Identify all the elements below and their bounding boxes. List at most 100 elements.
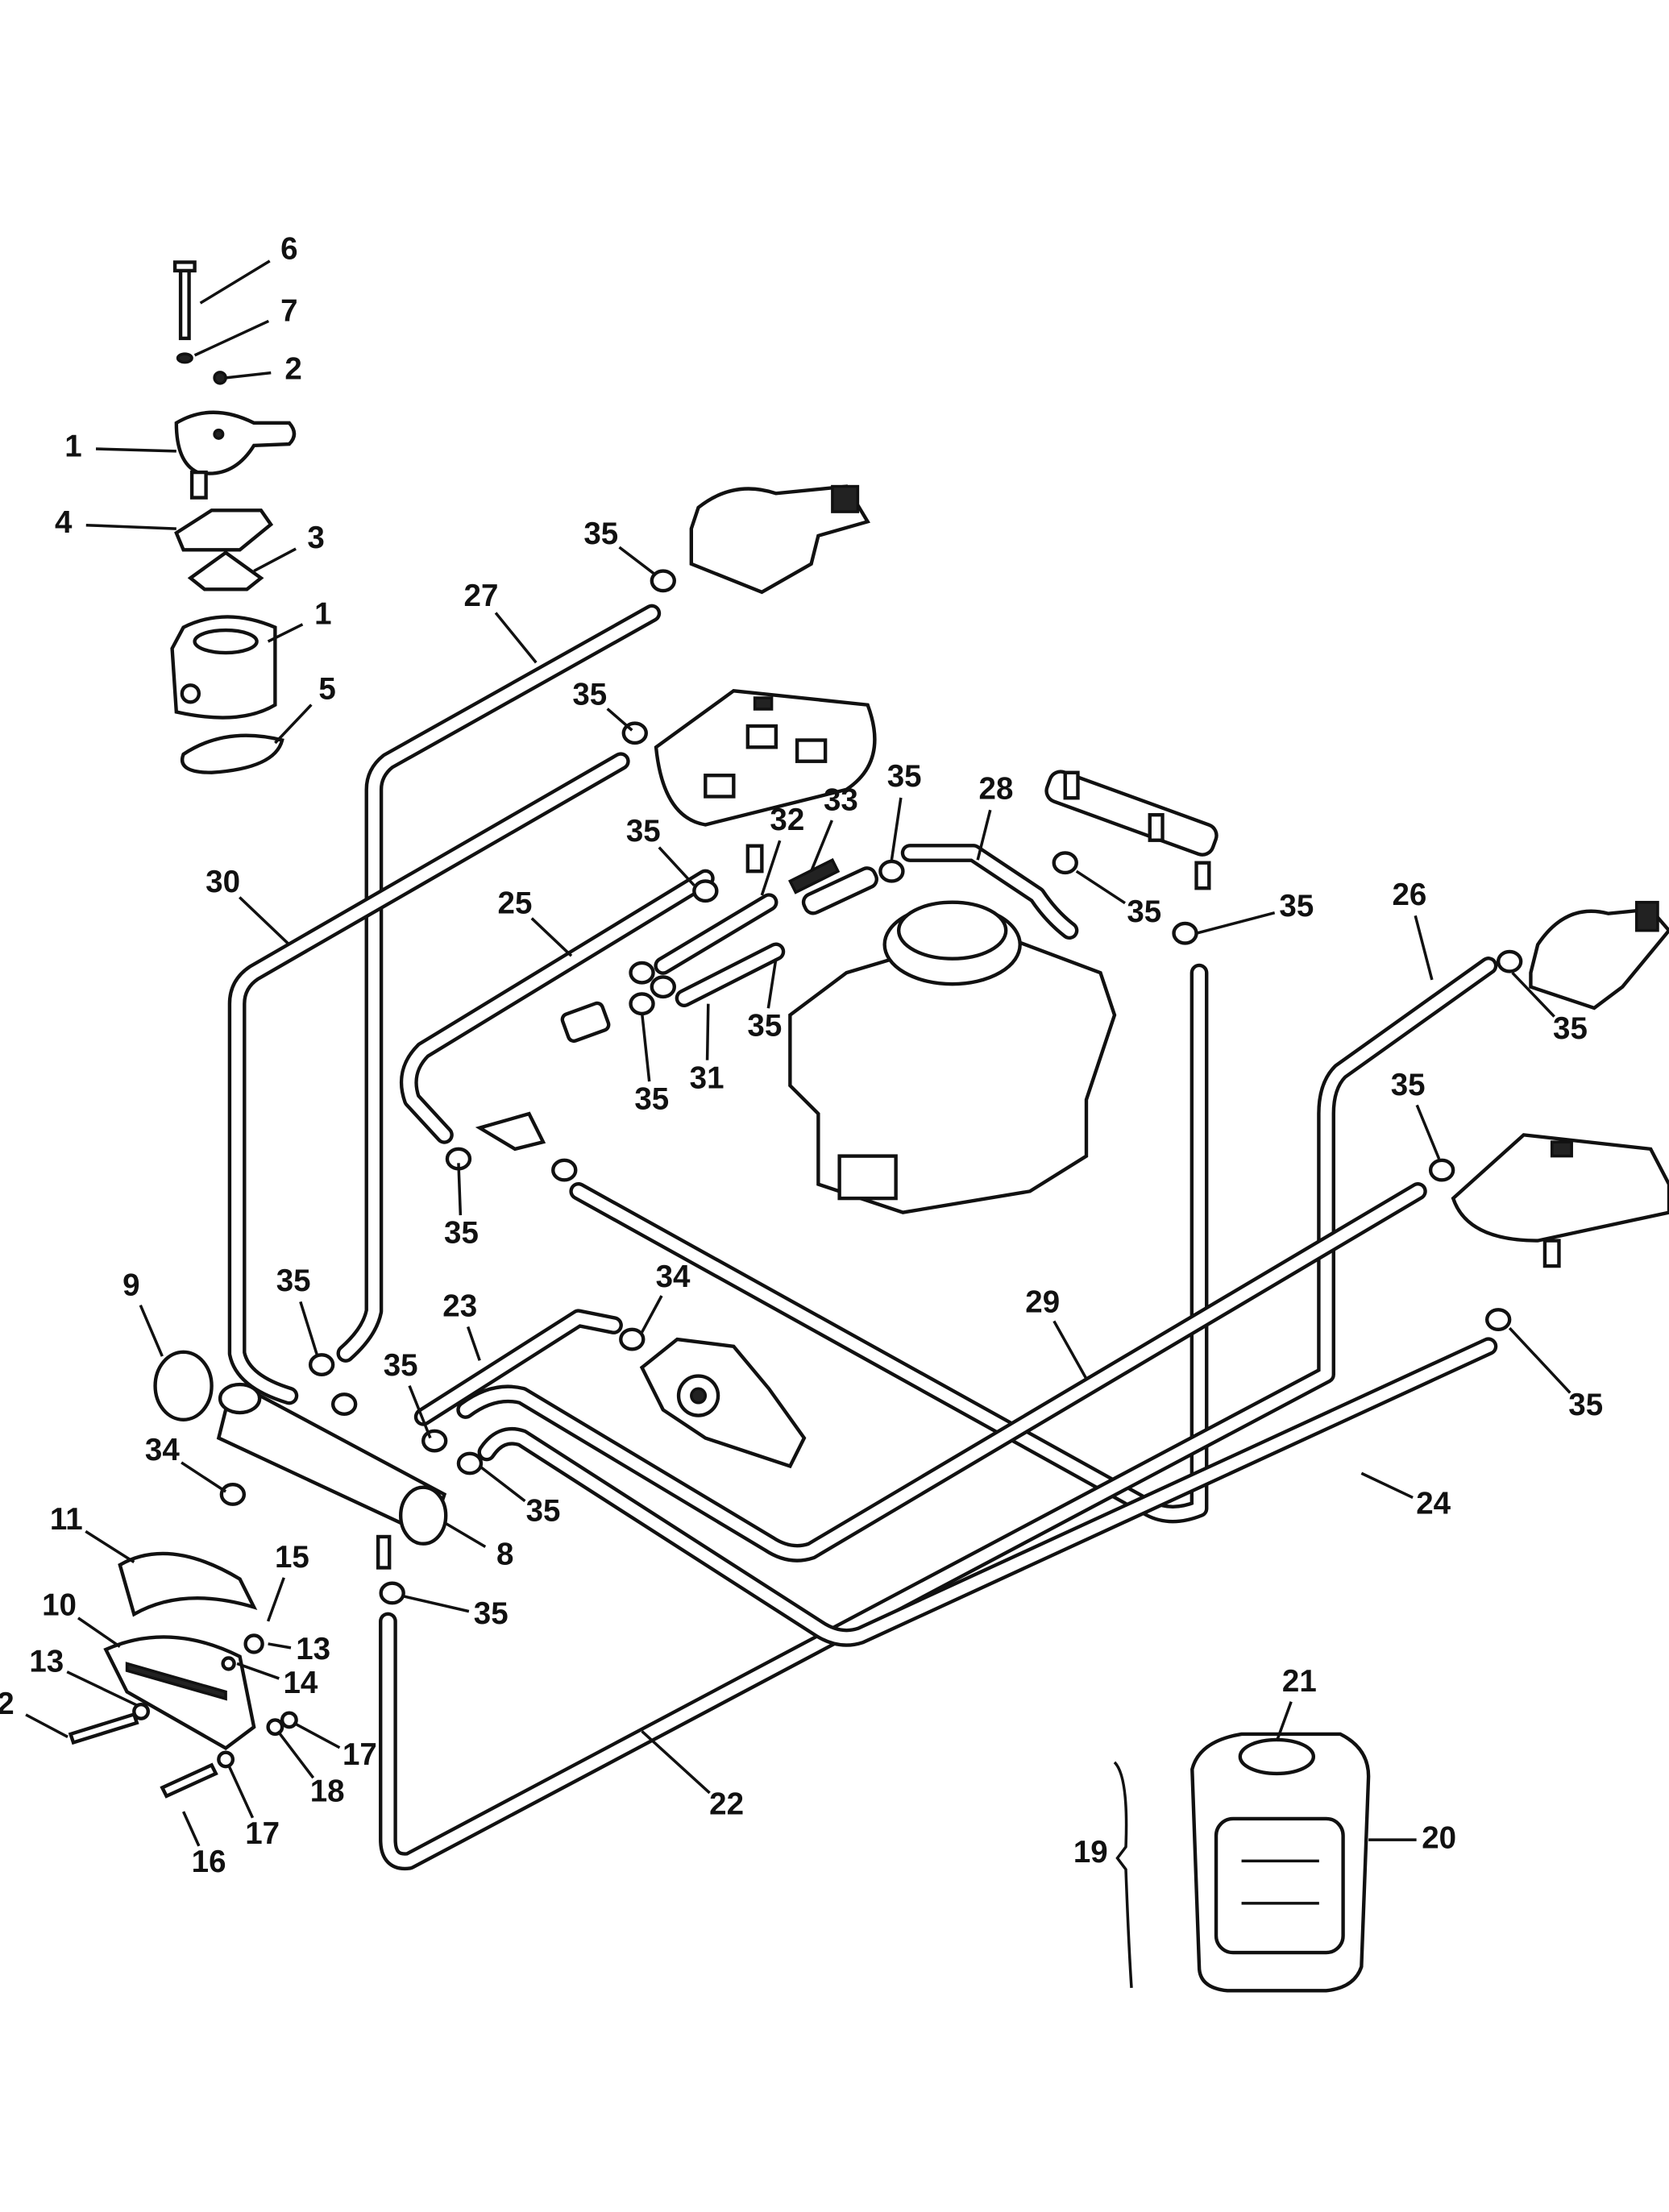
- callout-4: 4: [55, 505, 73, 540]
- tee-fitting: [1044, 770, 1219, 890]
- hose-clamp: [629, 961, 655, 985]
- hose-body: [417, 1312, 620, 1423]
- leader-line: [809, 820, 833, 872]
- hose-body: [403, 872, 712, 1141]
- leader-line: [479, 1465, 526, 1503]
- callout-35: 35: [276, 1264, 311, 1298]
- callout-25: 25: [498, 886, 533, 920]
- leader-line: [606, 708, 633, 732]
- callout-33: 33: [824, 783, 858, 818]
- callout-35: 35: [384, 1348, 418, 1383]
- leader-line: [408, 1384, 432, 1439]
- leader-line: [1414, 915, 1434, 981]
- callout-19: 19: [1073, 1835, 1108, 1870]
- hose-clamp: [421, 1429, 448, 1453]
- callout-23: 23: [442, 1289, 477, 1324]
- callout-18: 18: [310, 1774, 345, 1809]
- leader-line: [1052, 1320, 1088, 1380]
- callout-28: 28: [979, 772, 1014, 807]
- leader-line: [641, 1730, 711, 1795]
- leader-line: [1415, 1104, 1441, 1160]
- leader-line: [66, 1670, 139, 1708]
- thermostat-housing-cover: [174, 410, 297, 500]
- hose-clamp: [692, 879, 719, 903]
- callout-13: 13: [296, 1632, 330, 1666]
- callout-35: 35: [634, 1082, 669, 1117]
- leader-line: [25, 1713, 69, 1738]
- hose-body: [231, 755, 627, 1402]
- callout-34: 34: [656, 1260, 691, 1294]
- callout-14: 14: [283, 1666, 318, 1700]
- thermostat-gasket: [174, 508, 274, 552]
- callout-31: 31: [690, 1060, 724, 1095]
- leader-line: [443, 1521, 487, 1549]
- callout-8: 8: [496, 1538, 513, 1572]
- leader-line: [299, 1301, 319, 1357]
- hose-clamp: [629, 992, 655, 1016]
- leader-line: [77, 1616, 121, 1648]
- callout-7: 7: [280, 294, 297, 329]
- parts: [68, 260, 1669, 1993]
- callout-32: 32: [770, 803, 804, 837]
- heat-exchanger: [216, 1382, 448, 1570]
- callout-15: 15: [275, 1540, 309, 1575]
- leader-line: [95, 447, 176, 453]
- callout-13: 13: [29, 1645, 64, 1679]
- hose-body: [480, 1340, 1494, 1644]
- leader-line: [181, 1461, 227, 1493]
- leader-line: [494, 612, 538, 664]
- leader-line: [139, 1304, 164, 1357]
- exhaust-elbow-left: [689, 484, 870, 595]
- hoses: [227, 604, 1498, 1871]
- callout-35: 35: [1568, 1388, 1603, 1422]
- callout-35: 35: [747, 1009, 782, 1044]
- water-pump: [639, 1337, 807, 1469]
- hose-body: [679, 945, 782, 1004]
- hose-clamp: [1428, 1158, 1455, 1182]
- hose-clamp: [1052, 851, 1078, 875]
- leader-line: [766, 958, 778, 1009]
- hose-clamp: [650, 569, 676, 593]
- leader-line: [1511, 971, 1555, 1018]
- leader-line: [1508, 1326, 1571, 1394]
- leader-line: [225, 371, 272, 380]
- leader-line: [976, 809, 992, 861]
- exhaust-elbow-right: [1529, 900, 1669, 1011]
- hose-fittings: [475, 844, 878, 1152]
- callout-5: 5: [318, 671, 335, 706]
- callout-10: 10: [42, 1588, 77, 1623]
- hose-clamp: [551, 1158, 578, 1182]
- callout-35: 35: [444, 1216, 479, 1251]
- callout-2: 2: [0, 1687, 15, 1721]
- leader-line: [1196, 911, 1276, 935]
- callout-11: 11: [50, 1502, 83, 1537]
- leader-line: [266, 1577, 285, 1622]
- callout-22: 22: [709, 1787, 744, 1821]
- callout-17: 17: [245, 1816, 280, 1851]
- callout-26: 26: [1392, 878, 1426, 912]
- hose-body: [339, 608, 658, 1359]
- callout-35: 35: [1127, 894, 1161, 929]
- hose-clamp: [330, 1392, 358, 1416]
- thermostat-housing-bolt: [172, 260, 227, 385]
- leader-line: [1075, 869, 1126, 905]
- hose-clamp: [219, 1483, 247, 1506]
- leader-line: [181, 1811, 201, 1847]
- hose-body: [382, 960, 1494, 1867]
- mounting-bracket: [68, 1633, 298, 1799]
- callout-35: 35: [526, 1493, 561, 1528]
- hose-body: [459, 1185, 1424, 1559]
- callout-20: 20: [1422, 1820, 1456, 1855]
- callout-30: 30: [206, 865, 240, 899]
- callout-1: 1: [314, 597, 331, 632]
- hose-clamp: [1484, 1308, 1512, 1331]
- hose-clamp-band: [153, 1350, 214, 1421]
- callout-34: 34: [145, 1433, 180, 1467]
- hose-clamp: [456, 1451, 484, 1475]
- callout-21: 21: [1282, 1664, 1317, 1699]
- leader-line: [640, 1011, 651, 1082]
- hose-clamp: [379, 1581, 405, 1605]
- leader-line: [618, 546, 658, 577]
